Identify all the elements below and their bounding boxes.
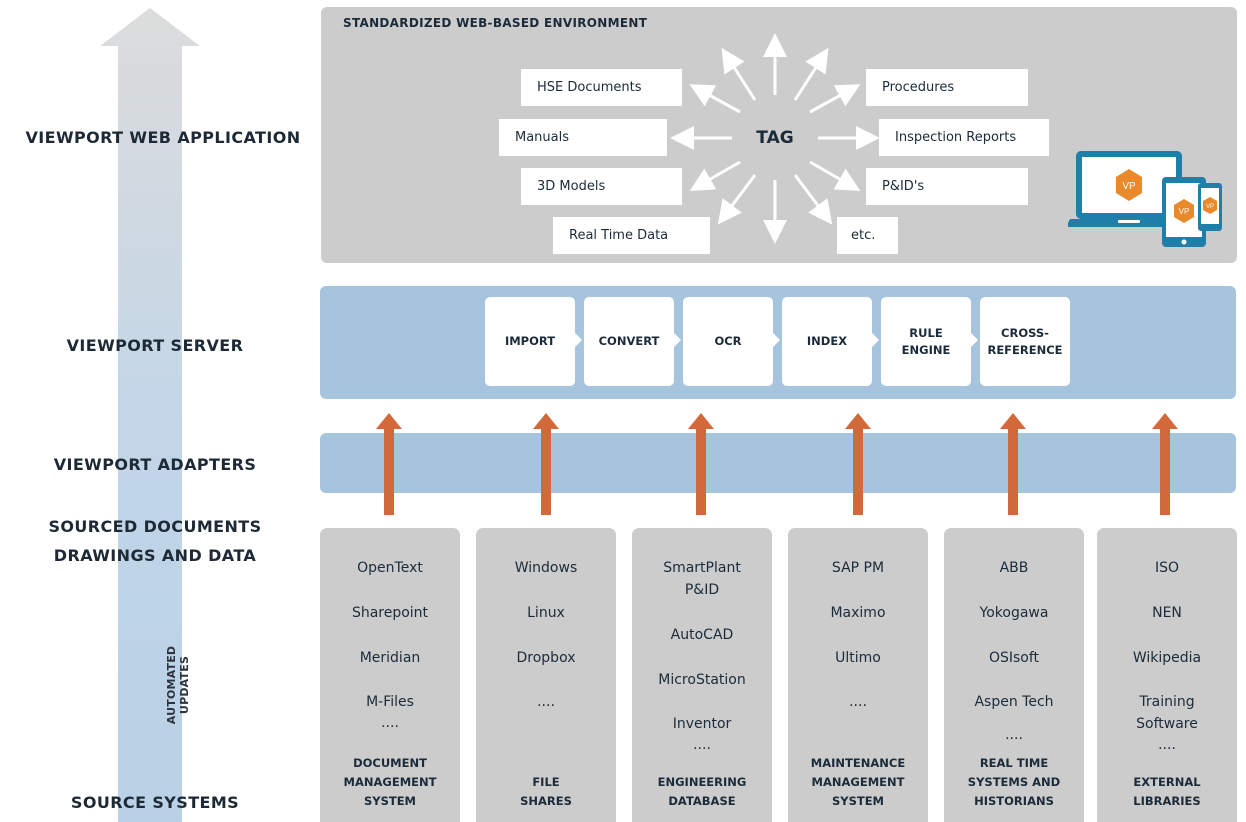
source-item: ....	[849, 694, 867, 710]
server-step-rule-engine: RULE ENGINE	[881, 297, 971, 386]
source-item: NEN	[1152, 605, 1182, 621]
source-category: ENGINEERING DATABASE	[657, 775, 747, 808]
source-column-real-time-systems: ABB Yokogawa OSIsoft Aspen Tech .... REA…	[944, 528, 1084, 822]
source-item: Training Software	[1136, 694, 1198, 732]
step-connector-arrow	[773, 333, 780, 347]
source-item: ABB	[999, 560, 1029, 576]
source-category: FILE SHARES	[520, 775, 572, 808]
source-category: EXTERNAL LIBRARIES	[1133, 775, 1201, 808]
source-item: OSIsoft	[988, 650, 1040, 666]
doc-box-inspection-reports: Inspection Reports	[879, 119, 1049, 156]
server-step-convert: CONVERT	[584, 297, 674, 386]
source-item: SmartPlant P&ID	[663, 560, 741, 598]
web-environment-title: STANDARDIZED WEB-BASED ENVIRONMENT	[343, 16, 648, 30]
source-item: M-Files	[366, 694, 414, 710]
layer-label-sourced-line2: DRAWINGS AND DATA	[53, 546, 257, 565]
source-category: REAL TIME SYSTEMS AND HISTORIANS	[967, 756, 1061, 808]
doc-box-hse-documents: HSE Documents	[521, 69, 682, 106]
source-category: MAINTENANCE MANAGEMENT SYSTEM	[810, 756, 906, 808]
source-item: Ultimo	[835, 650, 881, 666]
source-item: Inventor	[672, 716, 732, 732]
source-item: ....	[381, 715, 399, 731]
source-item: ISO	[1154, 560, 1180, 576]
source-column-file-shares: Windows Linux Dropbox .... FILE SHARES	[476, 528, 616, 822]
step-connector-arrow	[872, 333, 879, 347]
adapter-arrow-icon	[1152, 413, 1178, 515]
source-item: Meridian	[359, 650, 421, 666]
source-item: AutoCAD	[670, 627, 734, 643]
source-item: SAP PM	[831, 560, 885, 576]
adapter-arrow-icon	[1000, 413, 1026, 515]
adapter-arrow-icon	[688, 413, 714, 515]
adapter-arrow-icon	[845, 413, 871, 515]
doc-box-procedures: Procedures	[866, 69, 1028, 106]
doc-box-pid: P&ID's	[866, 168, 1028, 205]
doc-box-manuals: Manuals	[499, 119, 667, 156]
doc-box-3d-models: 3D Models	[521, 168, 682, 205]
source-item: Aspen Tech	[974, 694, 1054, 710]
source-item: Dropbox	[516, 650, 576, 666]
layer-label-adapters: VIEWPORT ADAPTERS	[53, 455, 257, 474]
source-item: ....	[1005, 727, 1023, 743]
source-item: MicroStation	[658, 672, 746, 688]
doc-box-real-time-data: Real Time Data	[553, 217, 710, 254]
source-item: Linux	[527, 605, 565, 621]
source-item: Sharepoint	[351, 605, 429, 621]
doc-box-etc: etc.	[837, 217, 898, 254]
layer-label-sourced-line1: SOURCED DOCUMENTS	[48, 517, 262, 536]
source-column-maintenance-management: SAP PM Maximo Ultimo .... MAINTENANCE MA…	[788, 528, 928, 822]
adapter-arrow-icon	[376, 413, 402, 515]
source-item: ....	[1158, 737, 1176, 753]
source-item: OpenText	[357, 560, 423, 576]
badge-tablet: VP	[1179, 207, 1190, 216]
automated-updates-label: AUTOMATED UPDATES	[165, 645, 191, 725]
source-category: DOCUMENT MANAGEMENT SYSTEM	[343, 756, 437, 808]
source-item: ....	[537, 694, 555, 710]
step-connector-arrow	[971, 333, 978, 347]
server-step-import: IMPORT	[485, 297, 575, 386]
source-column-engineering-database: SmartPlant P&ID AutoCAD MicroStation Inv…	[632, 528, 772, 822]
adapters-panel	[320, 433, 1236, 493]
automated-updates-arrow	[100, 8, 200, 822]
source-item: Maximo	[830, 605, 886, 621]
tag-center: TAG	[756, 128, 794, 148]
badge-laptop: VP	[1122, 181, 1136, 192]
source-item: ....	[693, 737, 711, 753]
layer-label-source-systems: SOURCE SYSTEMS	[70, 793, 240, 812]
server-step-index: INDEX	[782, 297, 872, 386]
step-connector-arrow	[575, 333, 582, 347]
devices-icon: VP VP VP	[1068, 151, 1222, 247]
source-item: Windows	[514, 560, 578, 576]
step-connector-arrow	[674, 333, 681, 347]
source-column-external-libraries: ISO NEN Wikipedia Training Software ....…	[1097, 528, 1237, 822]
source-item: Yokogawa	[979, 605, 1049, 621]
source-column-document-management: OpenText Sharepoint Meridian M-Files ...…	[320, 528, 460, 822]
adapter-arrow-icon	[533, 413, 559, 515]
source-item: Wikipedia	[1132, 650, 1202, 666]
server-step-ocr: OCR	[683, 297, 773, 386]
badge-phone: VP	[1206, 204, 1214, 210]
layer-label-server: VIEWPORT SERVER	[66, 336, 244, 355]
layer-label-web-application: VIEWPORT WEB APPLICATION	[25, 128, 301, 147]
server-step-cross-reference: CROSS- REFERENCE	[980, 297, 1070, 386]
